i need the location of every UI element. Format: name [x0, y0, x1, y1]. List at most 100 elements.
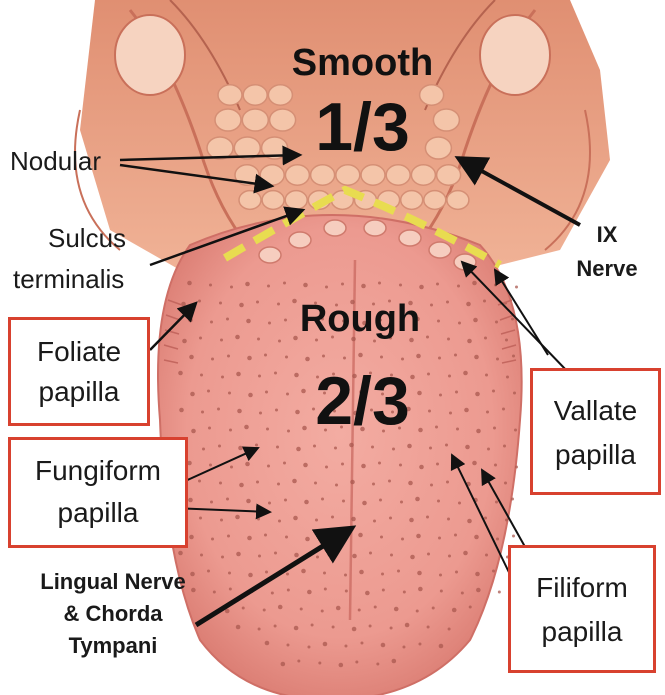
papilla-dot	[237, 409, 242, 414]
papilla-dot	[335, 484, 338, 487]
papilla-dot	[416, 354, 421, 359]
papilla-dot	[380, 356, 383, 359]
lingual-nerve-label: Lingual Nerve & Chorda Tympani	[28, 566, 198, 662]
papilla-dot	[187, 281, 192, 286]
papilla-dot	[399, 284, 402, 287]
papilla-dot	[257, 518, 260, 521]
papilla-dot	[292, 479, 297, 484]
papilla-dot	[514, 429, 517, 432]
papilla-dot	[316, 556, 319, 559]
papilla-dot	[182, 339, 187, 344]
papilla-dot	[355, 661, 358, 664]
papilla-dot	[361, 464, 366, 469]
papilla-dot	[419, 285, 424, 290]
papilla-dot	[259, 412, 262, 415]
papilla-dot	[277, 483, 280, 486]
papilla-dot	[493, 427, 496, 430]
papilla-dot	[219, 482, 222, 485]
papilla-dot	[245, 282, 250, 287]
papilla-dot	[236, 372, 241, 377]
papilla-dot	[221, 556, 224, 559]
ix-label-line2: Nerve	[572, 252, 642, 286]
papilla-dot	[258, 375, 261, 378]
vallate-label-line2: papilla	[533, 433, 658, 477]
papilla-dot	[210, 321, 213, 324]
nodular-label: Nodular	[10, 146, 101, 177]
papilla-dot	[228, 572, 231, 575]
papilla-dot	[278, 605, 283, 610]
papilla-dot	[486, 411, 489, 414]
papilla-dot	[211, 358, 214, 361]
papilla-dot	[492, 570, 495, 573]
fungiform-papilla-box: Fungiform papilla	[8, 437, 188, 548]
papilla-dot	[484, 337, 487, 340]
papilla-dot	[483, 300, 486, 303]
sulcus-label-line2: terminalis	[13, 264, 124, 295]
papilla-dot	[419, 465, 424, 470]
papilla-dot	[365, 591, 370, 596]
papilla-dot	[454, 534, 457, 537]
papilla-dot	[439, 574, 442, 577]
papilla-dot	[323, 642, 328, 647]
papilla-dot	[448, 628, 451, 631]
papilla-dot	[505, 519, 508, 522]
papilla-dot	[427, 553, 430, 556]
papilla-dot	[277, 303, 280, 306]
papilla-dot	[495, 321, 498, 324]
papilla-dot	[401, 358, 404, 361]
papilla-dot	[439, 644, 444, 649]
papilla-dot	[248, 573, 253, 578]
papilla-dot	[343, 537, 346, 540]
papilla-dot	[426, 516, 429, 519]
papilla-dot	[246, 499, 251, 504]
papilla-dot	[238, 446, 243, 451]
smooth-fraction: 1/3	[290, 88, 435, 166]
papilla-dot	[255, 444, 258, 447]
papilla-dot	[343, 357, 346, 360]
papilla-dot	[401, 538, 404, 541]
papilla-dot	[380, 536, 383, 539]
papilla-dot	[198, 300, 201, 303]
papilla-dot	[247, 536, 252, 541]
papilla-dot	[281, 662, 286, 667]
papilla-dot	[494, 284, 497, 287]
vallate-label-line1: Vallate	[533, 389, 658, 433]
papilla-dot	[505, 339, 508, 342]
papilla-dot	[199, 517, 202, 520]
papilla-dot	[371, 446, 374, 449]
papilla-dot	[511, 498, 514, 501]
lingual-nodule	[424, 191, 446, 210]
papilla-dot	[244, 425, 249, 430]
papilla-dot	[408, 481, 413, 486]
lingual-nodule	[262, 191, 284, 210]
papilla-dot	[439, 394, 442, 397]
papilla-dot	[274, 552, 277, 555]
lingual-nodule	[336, 165, 360, 185]
lingual-label-line1: Lingual Nerve	[28, 566, 198, 598]
papilla-dot	[267, 285, 270, 288]
papilla-dot	[515, 286, 518, 289]
papilla-dot	[512, 355, 515, 358]
papilla-dot	[285, 536, 288, 539]
papilla-dot	[303, 283, 308, 288]
papilla-dot	[265, 571, 268, 574]
papilla-dot	[415, 497, 420, 502]
papilla-dot	[265, 641, 270, 646]
papilla-dot	[258, 628, 261, 631]
papilla-dot	[344, 574, 347, 577]
papilla-dot	[416, 534, 421, 539]
papilla-dot	[388, 480, 391, 483]
papilla-dot	[350, 480, 355, 485]
lingual-nodule	[386, 165, 410, 185]
lingual-nodule	[260, 165, 284, 185]
fungiform-label-line2: papilla	[11, 492, 185, 534]
papilla-dot	[283, 282, 286, 285]
fungiform-label-line1: Fungiform	[11, 450, 185, 492]
papilla-dot	[466, 302, 471, 307]
papilla-dot	[246, 319, 251, 324]
papilla-dot	[239, 303, 244, 308]
papilla-dot	[487, 448, 490, 451]
papilla-dot	[416, 610, 419, 613]
papilla-dot	[257, 338, 260, 341]
lingual-label-line3: Tympani	[28, 630, 198, 662]
